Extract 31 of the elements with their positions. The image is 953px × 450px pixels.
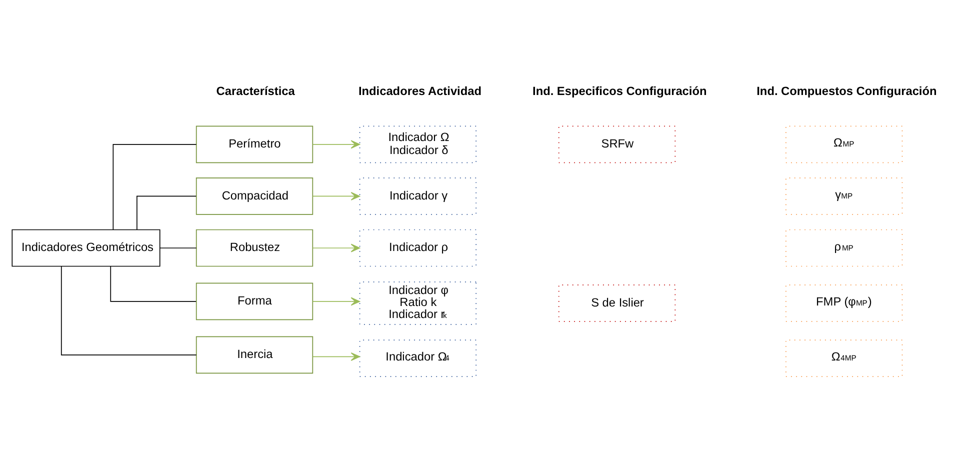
- arrow: [312, 296, 360, 306]
- node-box: Indicadores Geométricos: [12, 228, 160, 266]
- node-box: Forma: [196, 282, 314, 320]
- label: Indicadores Actividad: [358, 83, 482, 98]
- node-box: γMP: [786, 177, 903, 214]
- node-box: FMP (φMP): [786, 284, 903, 322]
- node-box: ΩMP: [786, 125, 903, 163]
- node-box: Perímetro: [196, 125, 314, 163]
- label: Ind. Compuestos Configuración: [756, 83, 937, 98]
- node-box: Indicador ρ: [359, 228, 476, 266]
- connector: [60, 265, 197, 355]
- connector: [159, 247, 197, 248]
- node-box: Indicador γ: [359, 177, 476, 214]
- connector: [136, 195, 196, 230]
- arrow: [312, 191, 360, 200]
- node-box: S de Islier: [558, 284, 676, 322]
- node-box: Compacidad: [196, 177, 314, 214]
- arrow: [312, 140, 360, 148]
- arrow: [312, 243, 360, 252]
- node-box: ρMP: [786, 228, 903, 266]
- node-box: Ω4MP: [786, 339, 903, 377]
- node-box: Indicador φ Ratio k Indicador rk: [359, 281, 476, 324]
- node-box: Indicador Ω Indicador δ: [359, 125, 476, 163]
- arrow: [312, 352, 360, 360]
- connector: [110, 265, 196, 302]
- connector: [112, 144, 197, 230]
- label: Ind. Especificos Configuración: [532, 83, 707, 98]
- node-box: SRFw: [558, 125, 676, 163]
- node-box: Robustez: [196, 228, 314, 266]
- label: Característica: [216, 83, 295, 98]
- node-box: Inercia: [196, 336, 314, 374]
